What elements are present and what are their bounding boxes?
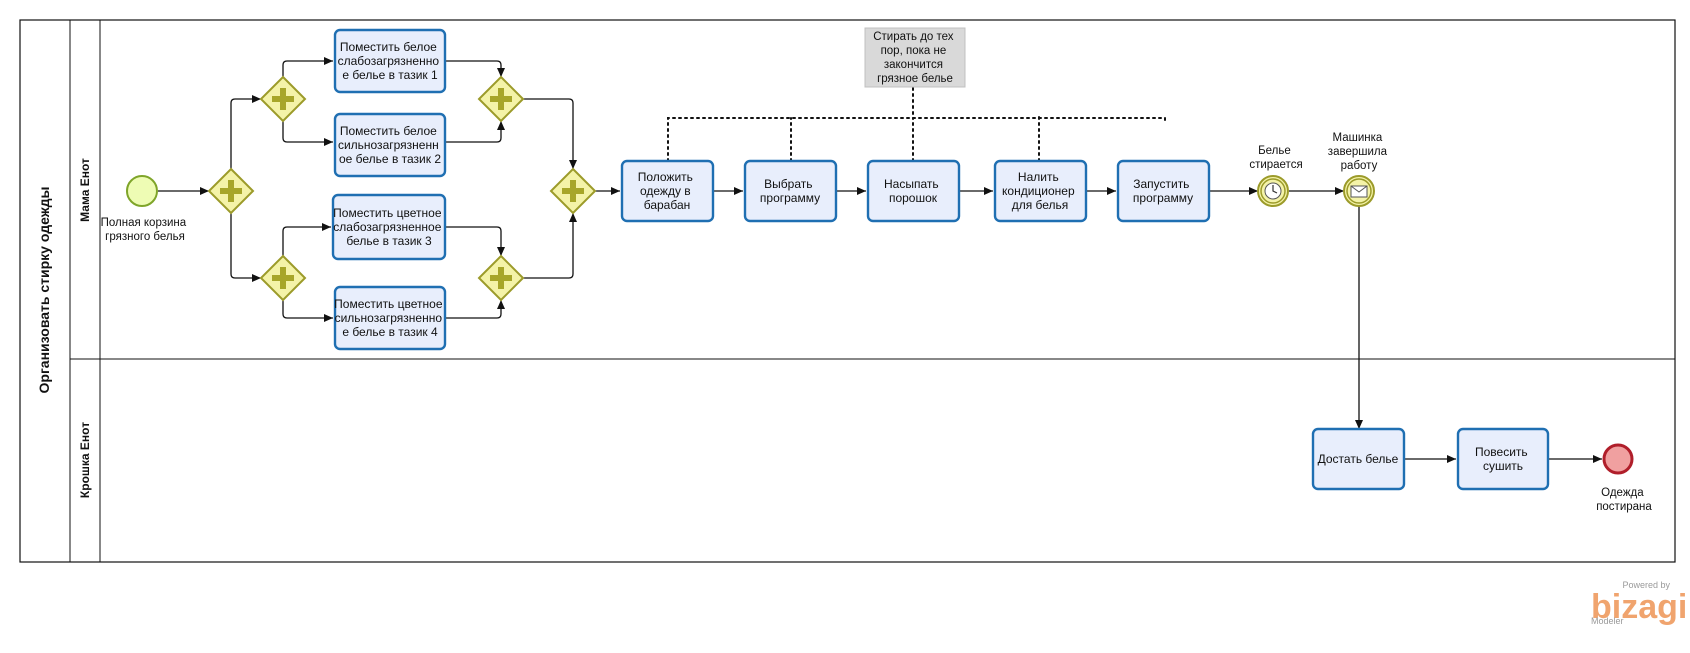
message-event-label: Машинка [1333, 132, 1383, 144]
task-label: е белье в тазик 4 [342, 325, 438, 339]
envelope-icon [1350, 185, 1368, 198]
task-label: программу [1133, 191, 1193, 205]
task-load-drum[interactable]: Положить одежду в барабан [620, 159, 715, 223]
task-label: Достать белье [1318, 452, 1399, 466]
svg-text:Поместить белое сильноза: Поместить белое сильнозагрязненн ое бель… [338, 124, 442, 166]
task-hang-to-dry[interactable]: Повесить сушить [1456, 427, 1550, 491]
svg-text:Насыпать порошок: Насыпать порошок [884, 177, 942, 205]
lane-title-mama: Мама Енот [78, 158, 92, 222]
svg-text:Полная корзина грязного: Полная корзина грязного белья [101, 217, 190, 243]
task-label: порошок [889, 191, 938, 205]
annotation-line: Стирать до тех [873, 31, 954, 43]
svg-text:Достать белье: Достать белье [1318, 452, 1399, 466]
plus-icon [490, 267, 512, 289]
task-label: Насыпать [884, 177, 939, 191]
svg-text:Повесить сушить: Повесить сушить [1475, 445, 1531, 473]
lane-title-kroshka: Крошка Енот [78, 422, 92, 498]
annotation-line: закончится [884, 59, 943, 71]
plus-icon [220, 180, 242, 202]
task-label: одежду в [640, 184, 691, 198]
task-label: Запустить [1133, 177, 1189, 191]
bizagi-wordmark: bizagi [1591, 588, 1687, 626]
end-event[interactable]: Одежда постирана [1596, 443, 1652, 513]
start-event-label: Полная корзина [101, 217, 187, 229]
parallel-gateway-color-split[interactable] [259, 254, 307, 302]
task-label: е белье в тазик 1 [342, 68, 438, 82]
clock-icon [1264, 182, 1282, 200]
svg-text:Выбрать программу: Выбрать программу [760, 177, 820, 205]
plus-icon [562, 180, 584, 202]
timer-event-label: Белье [1258, 145, 1291, 157]
task-start-program[interactable]: Запустить программу [1116, 159, 1211, 223]
task-label: барабан [644, 198, 691, 212]
task-label: для белья [1012, 198, 1069, 212]
parallel-gateway-split[interactable] [207, 167, 255, 215]
svg-text:Налить кондиционер: Налить кондиционер для белья [1002, 170, 1078, 212]
task-color-light-to-basin-3[interactable]: Поместить цветное слабозагрязненное бель… [331, 193, 447, 261]
svg-text:Стирать до тех пор, пока: Стирать до тех пор, пока не закончится г… [873, 31, 957, 85]
start-event-label: грязного белья [105, 231, 185, 243]
bizagi-logo: Powered by bizagi Modeler [1591, 580, 1687, 626]
task-white-light-to-basin-1[interactable]: Поместить белое слабозагрязненно е белье… [333, 28, 447, 94]
task-label: Поместить цветное [334, 297, 443, 311]
task-label: слабозагрязненно [338, 54, 440, 68]
task-label: слабозагрязненное [333, 220, 441, 234]
task-white-heavy-to-basin-2[interactable]: Поместить белое сильнозагрязненн ое бель… [333, 112, 447, 178]
powered-by-text: Powered by [1622, 580, 1670, 590]
pool-title: Организовать стирку одежды [36, 187, 52, 394]
sequence-flows [158, 57, 1602, 463]
task-label: сильнозагрязненно [335, 311, 443, 325]
plus-icon [490, 88, 512, 110]
annotation-line: грязное белье [877, 73, 953, 85]
parallel-gateway-join[interactable] [549, 167, 597, 215]
svg-text:Одежда постирана: Одежда постирана [1596, 487, 1652, 513]
svg-text:Поместить цветное сильно: Поместить цветное сильнозагрязненно е бе… [334, 297, 446, 339]
task-label: Повесить [1475, 445, 1528, 459]
svg-text:Машинка завершила: Машинка завершила работу [1328, 132, 1390, 172]
end-event-label: постирана [1596, 501, 1652, 513]
task-color-heavy-to-basin-4[interactable]: Поместить цветное сильнозагрязненно е бе… [333, 285, 447, 351]
annotation-line: пор, пока не [881, 45, 947, 57]
svg-text:Белье стирается: Белье стирается [1249, 145, 1302, 171]
task-add-softener[interactable]: Налить кондиционер для белья [993, 159, 1088, 223]
task-label: ое белье в тазик 2 [339, 152, 441, 166]
modeler-text: Modeler [1591, 616, 1624, 626]
svg-text:Положить одежду в: Положить одежду в барабан [638, 170, 697, 212]
task-label: Поместить цветное [333, 206, 442, 220]
task-label: Положить [638, 170, 693, 184]
annotation-associations [667, 81, 1166, 162]
plus-icon [272, 88, 294, 110]
parallel-gateway-white-split[interactable] [259, 75, 307, 123]
task-add-powder[interactable]: Насыпать порошок [866, 159, 961, 223]
timer-intermediate-event[interactable]: Белье стирается [1249, 145, 1303, 207]
plus-icon [272, 267, 294, 289]
task-label: Выбрать [764, 177, 812, 191]
task-select-program[interactable]: Выбрать программу [743, 159, 838, 223]
message-intermediate-event[interactable]: Машинка завершила работу [1328, 132, 1390, 207]
task-label: Налить [1018, 170, 1059, 184]
start-event[interactable]: Полная корзина грязного белья [101, 175, 190, 243]
message-event-label: работу [1341, 160, 1378, 172]
svg-text:Поместить цветное слабоз: Поместить цветное слабозагрязненное бель… [333, 206, 445, 248]
svg-text:Запустить программу: Запустить программу [1133, 177, 1193, 205]
timer-event-label: стирается [1249, 159, 1302, 171]
end-event-label: Одежда [1601, 487, 1644, 499]
parallel-gateway-white-join[interactable] [477, 75, 525, 123]
task-label: программу [760, 191, 820, 205]
task-take-out-laundry[interactable]: Достать белье [1311, 427, 1406, 491]
task-label: белье в тазик 3 [346, 234, 432, 248]
text-annotation[interactable]: Стирать до тех пор, пока не закончится г… [864, 27, 966, 88]
task-label: сушить [1483, 459, 1523, 473]
parallel-gateway-color-join[interactable] [477, 254, 525, 302]
task-label: сильнозагрязненн [338, 138, 439, 152]
task-label: кондиционер [1002, 184, 1075, 198]
message-event-label: завершила [1328, 146, 1388, 158]
task-label: Поместить белое [340, 40, 437, 54]
svg-text:Поместить белое слабозаг: Поместить белое слабозагрязненно е белье… [338, 40, 443, 82]
task-label: Поместить белое [340, 124, 437, 138]
